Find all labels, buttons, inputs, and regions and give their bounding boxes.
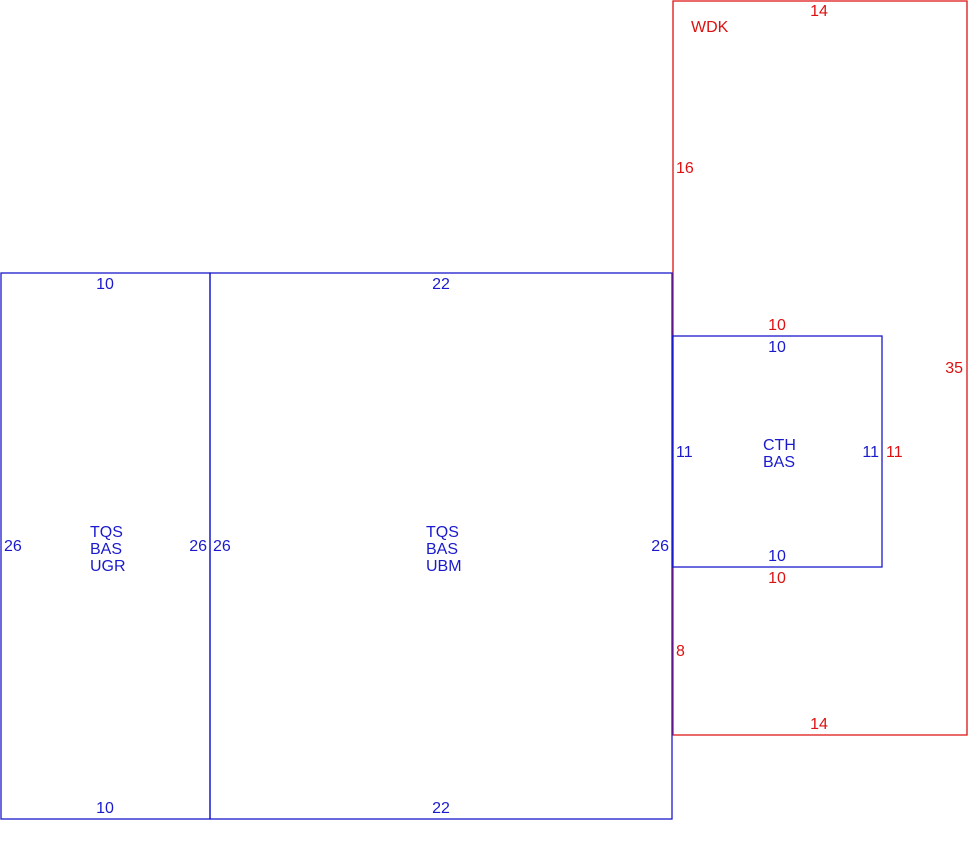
ubm-name-line3: UBM: [426, 558, 462, 575]
wdk-top-dim: 14: [810, 3, 828, 20]
cth-name-line1: CTH: [763, 437, 796, 454]
ugr-bottom-dim: 10: [96, 800, 114, 817]
ubm-left-dim: 26: [213, 538, 231, 555]
wdk-label: WDK: [691, 19, 729, 36]
ubm-right-dim: 26: [651, 538, 669, 555]
wdk-left-lower-dim: 8: [676, 643, 685, 660]
cth-left-dim: 11: [676, 444, 693, 461]
cth-top-dim: 10: [768, 339, 786, 356]
ugr-right-dim: 26: [189, 538, 207, 555]
cth-outline: [672, 335, 883, 568]
wdk-bottom-dim: 14: [810, 716, 828, 733]
ugr-name-line2: BAS: [90, 541, 122, 558]
ugr-name-line1: TQS: [90, 524, 123, 541]
wdk-notch-bottom-dim: 10: [768, 570, 786, 587]
wdk-right-dim: 35: [945, 360, 963, 377]
wdk-notch-right-dim: 11: [886, 444, 903, 461]
ugr-left-dim: 26: [4, 538, 22, 555]
ugr-top-dim: 10: [96, 276, 114, 293]
ugr-name-line3: UGR: [90, 558, 126, 575]
cth-right-dim: 11: [862, 444, 879, 461]
cth-name-line2: BAS: [763, 454, 795, 471]
ubm-name-line2: BAS: [426, 541, 458, 558]
ubm-outline: [209, 272, 673, 820]
wdk-left-upper-dim: 16: [676, 160, 694, 177]
wdk-notch-top-dim: 10: [768, 317, 786, 334]
ubm-bottom-dim: 22: [432, 800, 450, 817]
wdk-outline: [672, 0, 968, 736]
ubm-top-dim: 22: [432, 276, 450, 293]
ubm-name-line1: TQS: [426, 524, 459, 541]
cth-bottom-dim: 10: [768, 548, 786, 565]
